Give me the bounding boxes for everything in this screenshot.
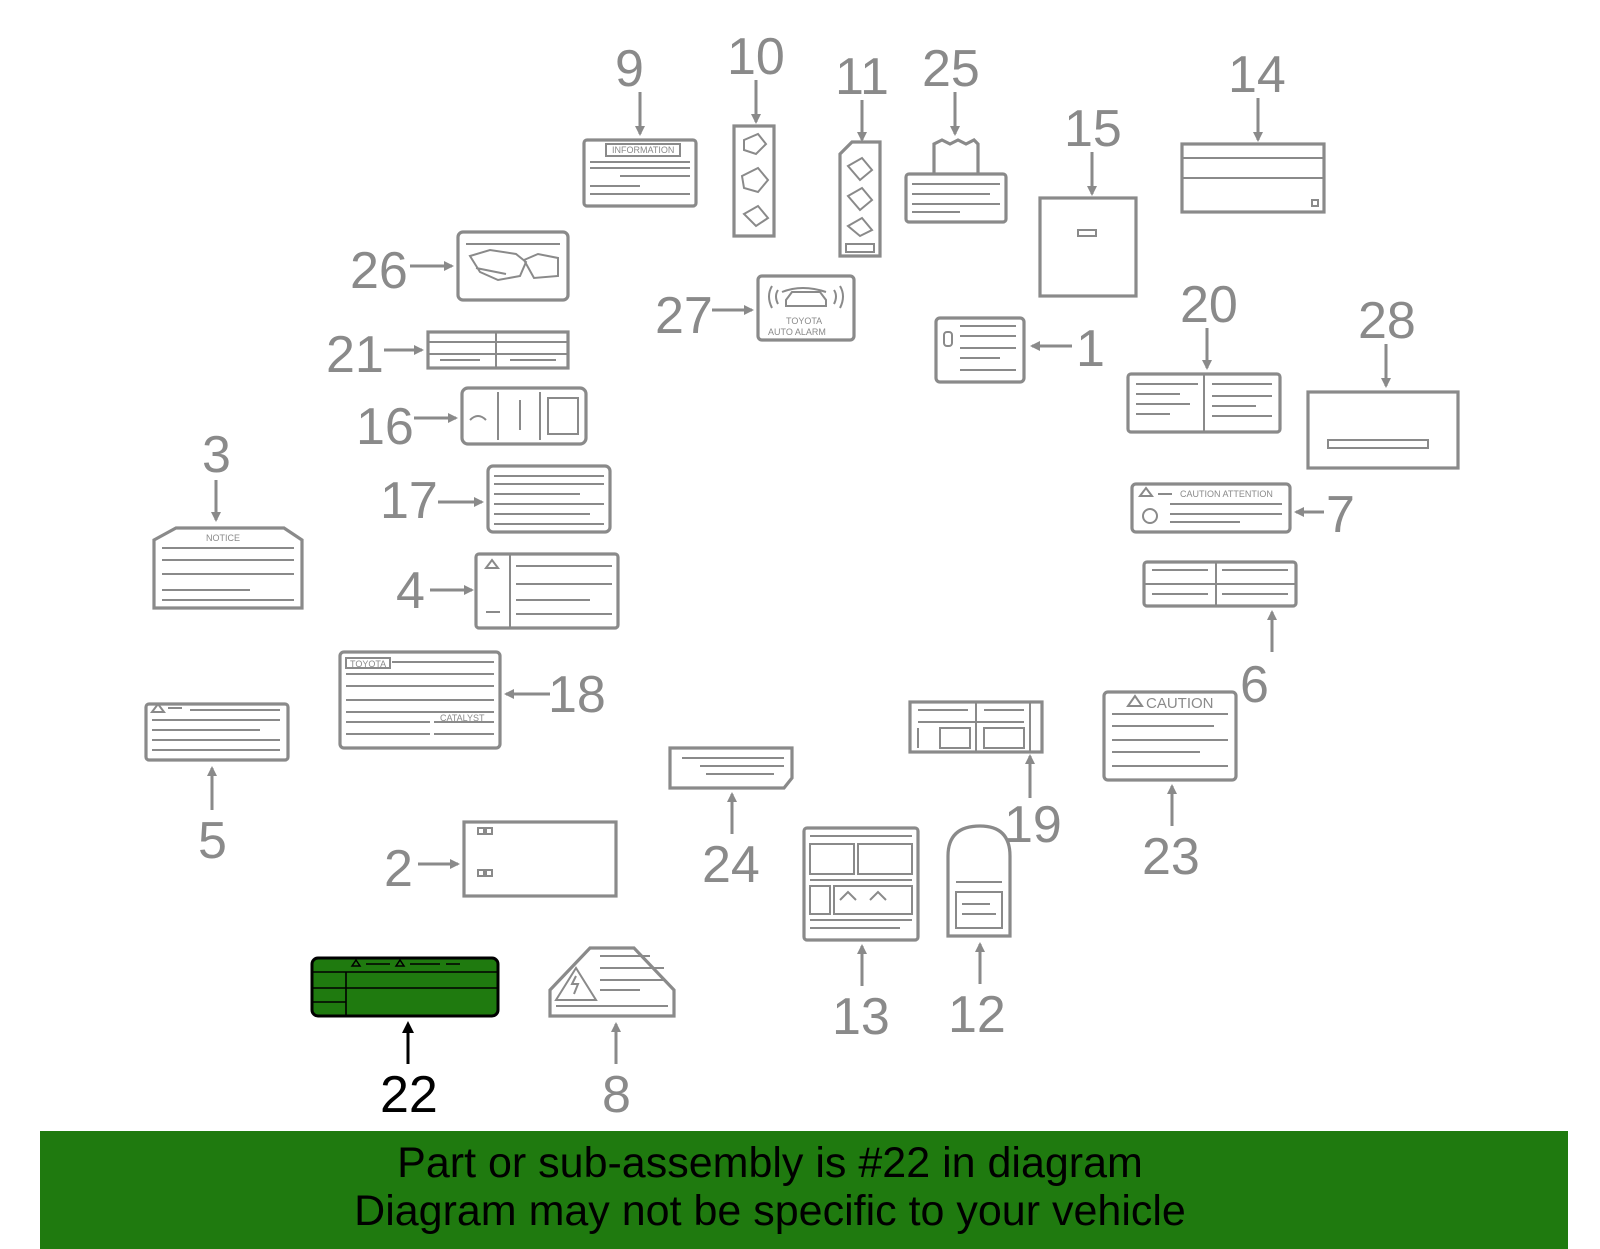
callout-28: 28 — [1358, 292, 1416, 350]
caution-attention-text: CAUTION ATTENTION — [1180, 489, 1273, 499]
callout-16: 16 — [356, 398, 414, 456]
callout-4: 4 — [396, 562, 425, 620]
part-5-label[interactable]: 5 — [144, 702, 290, 870]
callout-1: 1 — [1076, 320, 1105, 378]
part-8-label[interactable]: 8 — [548, 946, 676, 1124]
part-24-label[interactable]: 24 — [668, 746, 794, 894]
callout-3: 3 — [202, 426, 231, 484]
caution-text: CAUTION — [1146, 695, 1214, 712]
part-15-label[interactable]: 15 — [1038, 100, 1138, 298]
part-25-label[interactable]: 25 — [904, 40, 1008, 224]
part-18-label[interactable]: 18 TOYOTA CATALYST — [338, 650, 606, 750]
callout-26: 26 — [350, 242, 408, 300]
banner-line-2: Diagram may not be specific to your vehi… — [354, 1187, 1186, 1235]
banner-line-1: Part or sub-assembly is #22 in diagram — [397, 1139, 1143, 1187]
part-3-label[interactable]: 3 NOTICE — [152, 426, 304, 610]
callout-18: 18 — [548, 666, 606, 724]
alarm-text-1: TOYOTA — [786, 316, 822, 326]
part-13-label[interactable]: 13 — [802, 826, 920, 1046]
part-6-label[interactable]: 6 — [1142, 560, 1298, 714]
callout-5: 5 — [198, 812, 227, 870]
alarm-text-2: AUTO ALARM — [768, 327, 826, 337]
part-12-label[interactable]: 12 — [946, 824, 1012, 1044]
part-2-label[interactable]: 2 — [384, 820, 618, 898]
callout-2: 2 — [384, 840, 413, 898]
part-17-label[interactable]: 17 — [380, 464, 612, 534]
part-1-label[interactable]: 1 — [934, 316, 1105, 384]
callout-7: 7 — [1326, 486, 1355, 544]
callout-27: 27 — [655, 287, 713, 345]
part-23-label[interactable]: 23 CAUTION — [1102, 690, 1238, 886]
part-20-label[interactable]: 20 — [1126, 276, 1282, 434]
callout-19: 19 — [1004, 796, 1062, 854]
callout-17: 17 — [380, 472, 438, 530]
callout-12: 12 — [948, 986, 1006, 1044]
callout-10: 10 — [727, 28, 785, 86]
part-10-label[interactable]: 10 — [727, 28, 785, 238]
part-11-label[interactable]: 11 — [835, 48, 889, 258]
callout-20: 20 — [1180, 276, 1238, 334]
callout-9: 9 — [615, 40, 644, 98]
part-16-label[interactable]: 16 — [356, 386, 588, 456]
callout-22: 22 — [380, 1066, 438, 1124]
part-7-label[interactable]: 7 CAUTION ATTENTION — [1130, 482, 1355, 544]
part-22-label-highlighted[interactable]: 22 — [310, 956, 500, 1124]
callout-8: 8 — [602, 1066, 631, 1124]
callout-15: 15 — [1064, 100, 1122, 158]
callout-11: 11 — [835, 48, 889, 106]
part-4-label[interactable]: 4 — [396, 552, 620, 630]
callout-25: 25 — [922, 40, 980, 98]
part-14-label[interactable]: 14 — [1180, 46, 1326, 214]
notice-text: NOTICE — [206, 533, 240, 543]
callout-23: 23 — [1142, 828, 1200, 886]
callout-13: 13 — [832, 988, 890, 1046]
part-26-label[interactable]: 26 — [350, 230, 570, 302]
part-19-label[interactable]: 19 — [908, 700, 1062, 854]
toyota-text: TOYOTA — [350, 659, 386, 669]
part-27-label[interactable]: 27 TOYOTA AUTO ALARM — [655, 274, 856, 345]
callout-24: 24 — [702, 836, 760, 894]
catalyst-text: CATALYST — [440, 713, 485, 723]
callout-14: 14 — [1228, 46, 1286, 104]
part-9-label[interactable]: 9 INFORMATION — [582, 40, 698, 208]
callout-6: 6 — [1240, 656, 1269, 714]
part-21-label[interactable]: 21 — [326, 326, 570, 384]
part-28-label[interactable]: 28 — [1306, 292, 1460, 470]
info-banner: Part or sub-assembly is #22 in diagram D… — [40, 1131, 1568, 1249]
callout-21: 21 — [326, 326, 384, 384]
information-text: INFORMATION — [612, 145, 674, 155]
